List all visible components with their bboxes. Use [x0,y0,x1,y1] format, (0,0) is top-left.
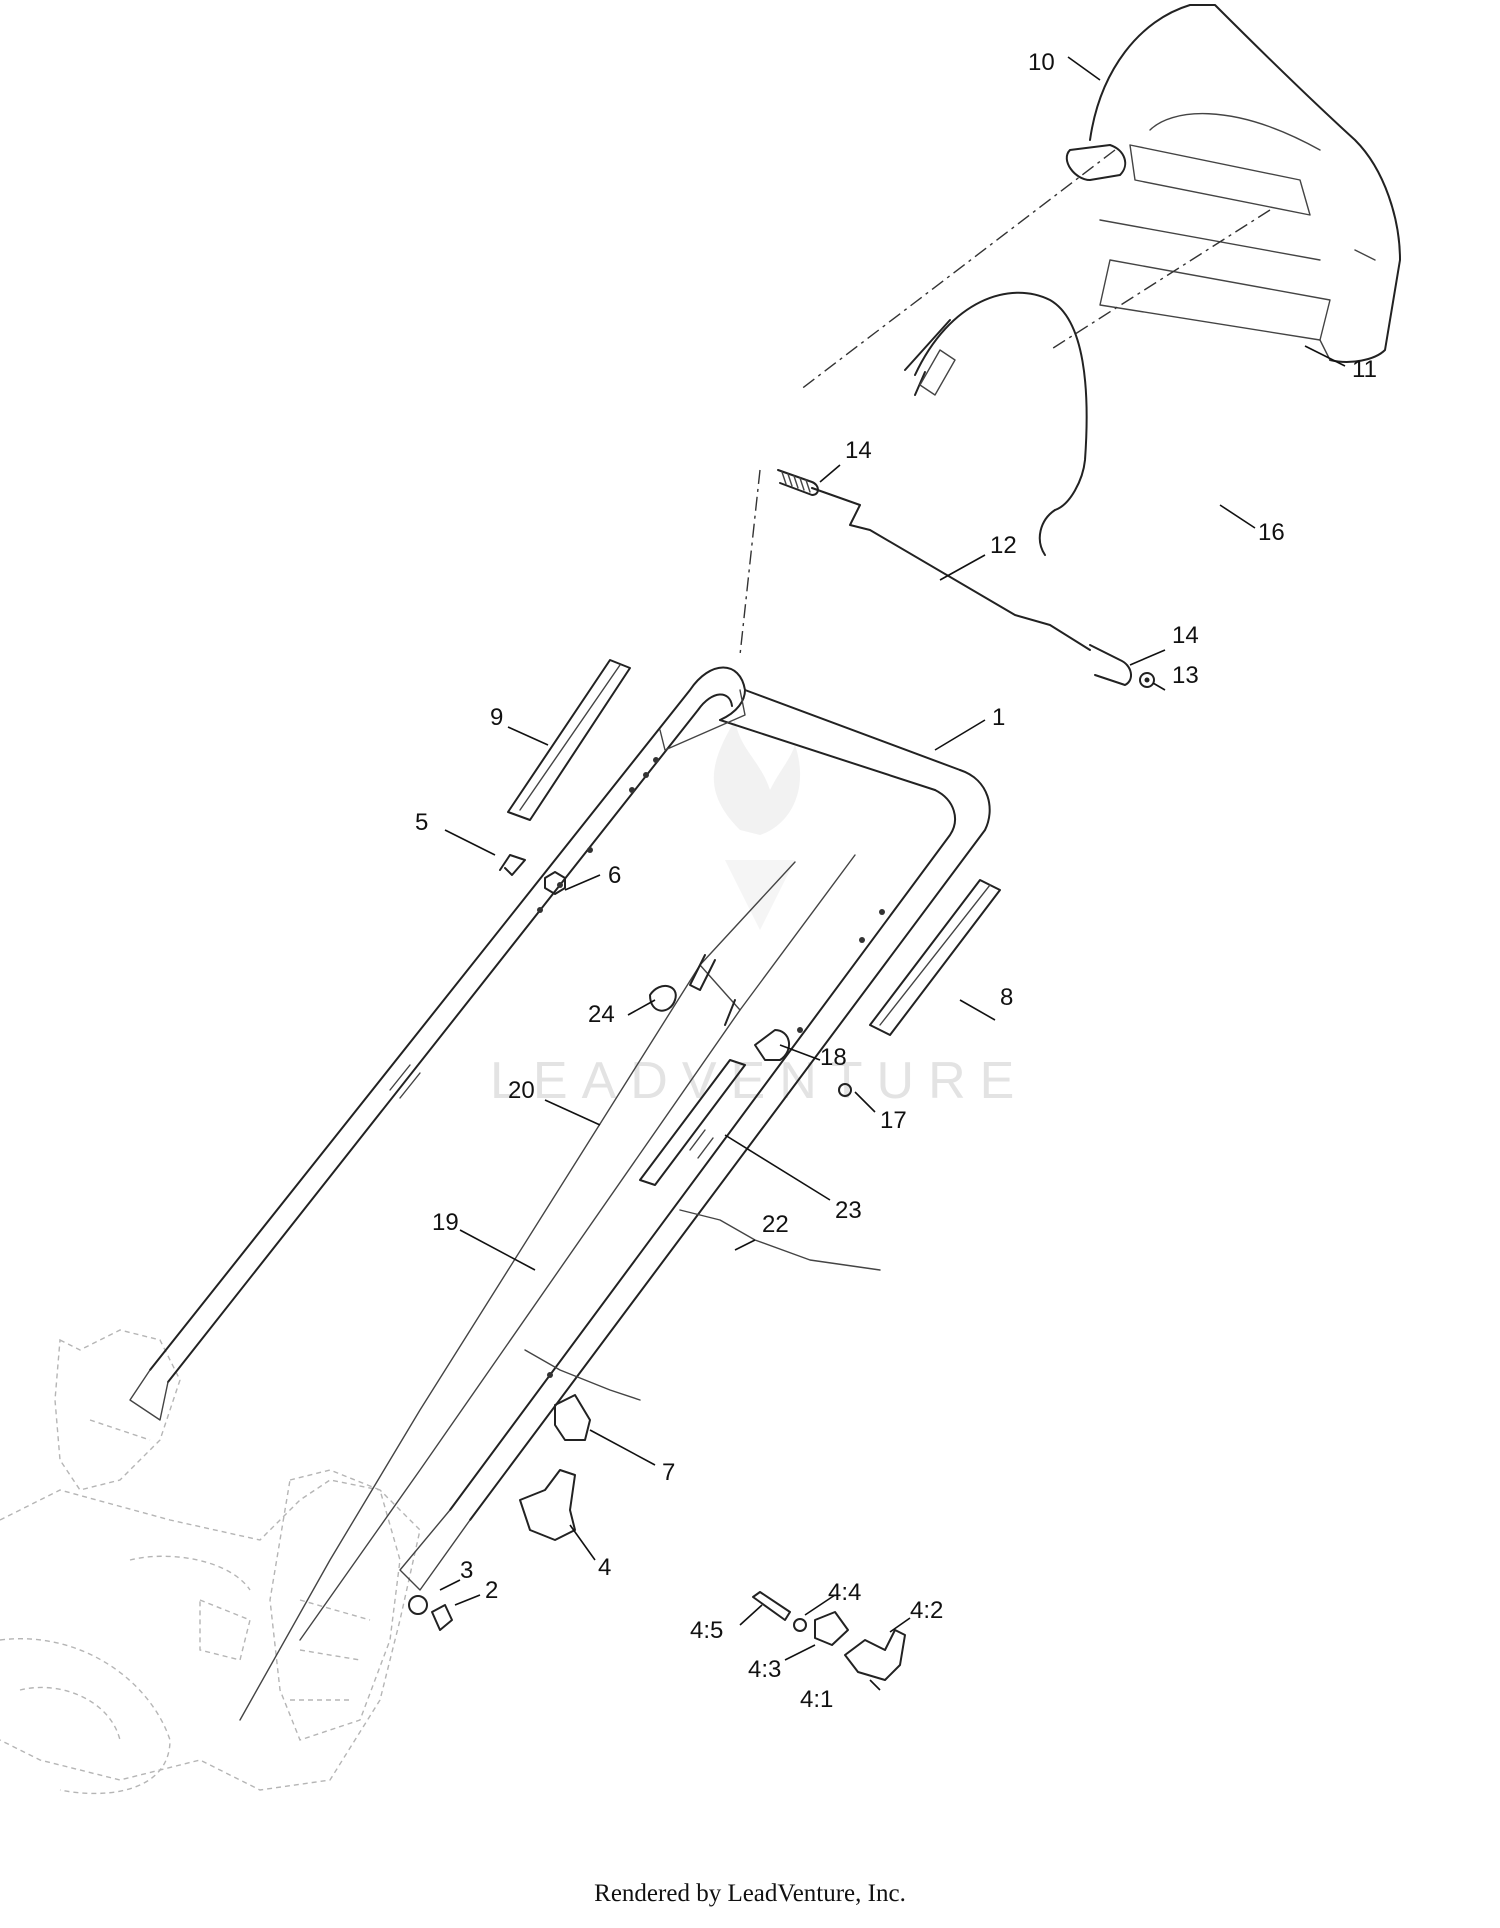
callout-4-5: 4:5 [690,1617,723,1644]
callout-1: 1 [992,704,1005,731]
cables [239,854,856,1721]
callout-4-4: 4:4 [828,1579,861,1606]
mower-deck [0,1329,421,1795]
callout-24: 24 [588,1001,615,1028]
callout-4-2: 4:2 [910,1597,943,1624]
callout-labels: 10 11 14 16 12 14 13 1 9 5 6 8 24 18 17 … [415,49,1377,1713]
callout-4-1: 4:1 [800,1686,833,1713]
callout-3: 3 [460,1557,473,1584]
screw-17-icon [838,1083,852,1097]
callout-4-3: 4:3 [748,1656,781,1683]
callout-8: 8 [1000,984,1013,1011]
callout-5: 5 [415,809,428,836]
washer-3-icon [408,1595,428,1615]
cable-bracket [649,985,677,1012]
callout-15: 14 [845,437,872,464]
callout-18: 18 [820,1044,847,1071]
alignment-line [799,149,1116,391]
nut [544,871,566,895]
callout-2: 2 [485,1577,498,1604]
cable-guide [754,1029,790,1061]
decal [639,1059,746,1186]
side-cover-right [869,879,1001,1036]
callout-4: 4 [598,1554,611,1581]
leader-lines [439,56,1346,1691]
callout-13: 13 [1172,662,1199,689]
callout-12: 12 [990,532,1017,559]
callout-20: 20 [508,1077,535,1104]
footer-credit: Rendered by LeadVenture, Inc. [594,1880,906,1907]
alignment-line [739,469,761,656]
clip [499,854,526,876]
bail-wire [914,291,1088,556]
control-rod [811,487,1091,651]
washer-13-icon [1139,672,1155,688]
callout-7: 7 [662,1459,675,1486]
callout-19: 19 [432,1209,459,1236]
callout-6: 6 [608,862,621,889]
knob-exploded [752,1591,906,1681]
cable-clip [554,1394,591,1441]
watermark-logo-icon [713,720,801,930]
handle-upper [129,666,991,1591]
cable-tie-lower [524,1349,641,1401]
callout-16: 16 [1258,519,1285,546]
spring [777,469,819,496]
callout-17: 17 [880,1107,907,1134]
callout-9: 9 [490,704,503,731]
callout-10: 10 [1028,49,1055,76]
alignment-line [1049,209,1271,351]
callout-23: 23 [835,1197,862,1224]
bolt [431,1604,453,1631]
side-cover-left [507,659,631,821]
callout-22: 22 [762,1211,789,1238]
callout-11: 11 [1352,356,1377,383]
callout-14: 14 [1172,622,1199,649]
handle-grip [1065,4,1401,363]
watermark-text: LEADVENTURE [490,1052,1028,1110]
handle-knob [519,1469,576,1541]
